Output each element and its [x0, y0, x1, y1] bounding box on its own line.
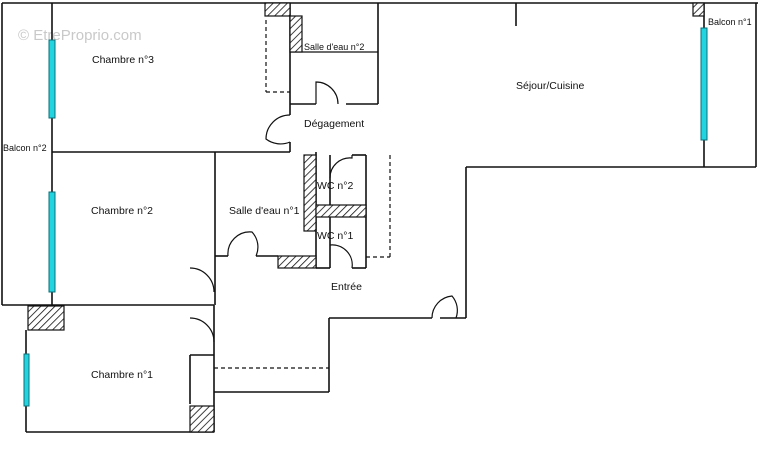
outer-walls: [1, 2, 758, 433]
room-label-salle-eau-2: Salle d'eau n°2: [304, 42, 364, 52]
watermark: © EtreProprio.com: [18, 27, 142, 44]
structural-columns: [27, 2, 705, 433]
room-label-wc-2: WC n°2: [317, 180, 353, 192]
room-label-wc-1: WC n°1: [317, 230, 353, 242]
room-label-chambre-3: Chambre n°3: [92, 54, 154, 66]
room-label-balcon-2: Balcon n°2: [3, 143, 47, 153]
doors: [189, 81, 458, 343]
room-label-degagement: Dégagement: [304, 118, 364, 130]
room-label-salle-eau-1: Salle d'eau n°1: [229, 205, 300, 217]
room-labels: Chambre n°3 Salle d'eau n°2 Dégagement S…: [3, 17, 752, 381]
room-label-chambre-1: Chambre n°1: [91, 369, 153, 381]
windows: [23, 27, 708, 407]
room-label-chambre-2: Chambre n°2: [91, 205, 153, 217]
closet-lines: [214, 20, 391, 369]
room-label-balcon-1: Balcon n°1: [708, 17, 752, 27]
room-label-sejour-cuisine: Séjour/Cuisine: [516, 80, 584, 92]
room-label-entree: Entrée: [331, 281, 362, 293]
